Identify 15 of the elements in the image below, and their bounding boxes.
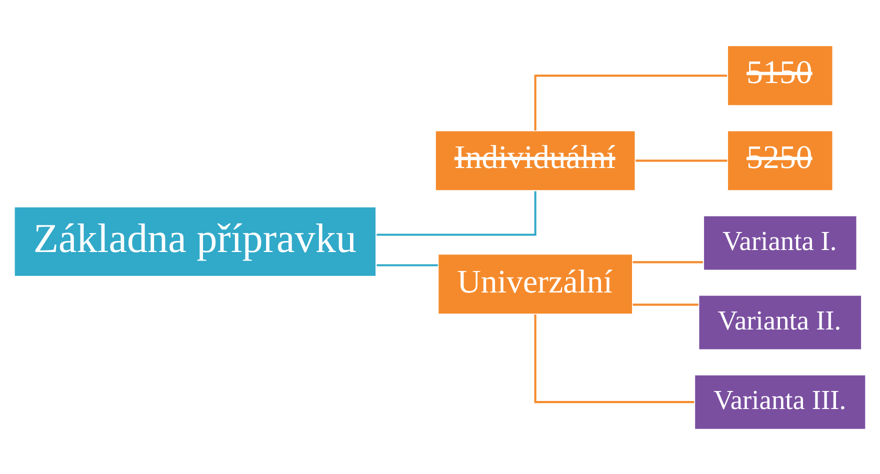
connector — [376, 190, 536, 236]
connector — [636, 159, 728, 162]
node-box: Varianta III. — [694, 373, 867, 430]
connector — [534, 74, 728, 130]
node-box: Varianta I. — [702, 214, 858, 271]
connector — [534, 314, 694, 403]
node-box: 5250 — [726, 129, 834, 192]
node-box: Individuální — [434, 129, 636, 192]
connector — [632, 303, 698, 306]
node-box: Univerzální — [437, 252, 634, 314]
node-box: Varianta II. — [698, 294, 862, 350]
connector — [632, 260, 703, 263]
connector — [376, 264, 438, 266]
node-box: 5150 — [726, 44, 834, 106]
node-box: Základna přípravku — [13, 205, 377, 277]
